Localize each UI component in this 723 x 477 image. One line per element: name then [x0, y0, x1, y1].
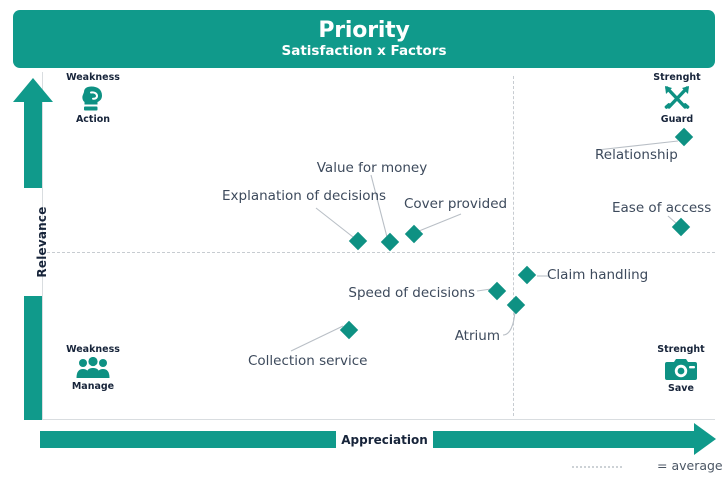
- y-axis-shaft-lower: [24, 296, 42, 420]
- y-axis-shaft-upper: [24, 100, 42, 188]
- x-axis-arrowhead-icon: [694, 423, 716, 455]
- data-label-atrium: Atrium: [454, 328, 500, 344]
- crossed-swords-icon: [663, 85, 691, 112]
- quadrant-tag-top-left: Weakness Action: [53, 72, 133, 125]
- y-axis-label: Relevance: [35, 206, 49, 278]
- data-label-explanation-of-decisions: Explanation of decisions: [222, 188, 387, 204]
- data-label-cover-provided: Cover provided: [404, 196, 508, 212]
- quadrant-bottom-label: Save: [668, 383, 694, 394]
- quadrant-top-label: Strenght: [653, 72, 701, 83]
- page-title: Priority: [318, 17, 410, 43]
- data-label-value-for-money: Value for money: [316, 160, 428, 176]
- quadrant-top-label: Weakness: [66, 72, 120, 83]
- people-group-icon: [76, 356, 110, 379]
- quadrant-tag-bottom-left: Weakness Manage: [53, 344, 133, 392]
- data-label-ease-of-access: Ease of access: [612, 200, 712, 216]
- x-axis-label: Appreciation: [336, 430, 433, 449]
- data-label-relationship: Relationship: [595, 147, 678, 163]
- quadrant-top-label: Weakness: [66, 344, 120, 355]
- data-label-claim-handling: Claim handling: [547, 267, 649, 283]
- quadrant-bottom-label: Action: [75, 114, 111, 125]
- x-axis-shaft-left: [40, 431, 336, 448]
- data-label-collection-service: Collection service: [248, 353, 368, 369]
- average-line-vertical: [513, 76, 514, 416]
- y-axis-arrowhead-icon: [13, 78, 53, 102]
- legend-label: = average: [657, 458, 723, 473]
- chart-title-banner: Priority Satisfaction x Factors: [13, 10, 715, 68]
- boxing-glove-icon: [78, 85, 108, 112]
- quadrant-top-label: Strenght: [657, 344, 705, 355]
- quadrant-bottom-label: Manage: [71, 381, 115, 392]
- x-axis-shaft-right: [433, 431, 698, 448]
- legend-dotted-line-sample: [572, 466, 622, 468]
- average-line-horizontal: [47, 252, 715, 253]
- quadrant-tag-top-right: Strenght Guard: [637, 72, 717, 125]
- page-subtitle: Satisfaction x Factors: [281, 42, 447, 59]
- data-label-speed-of-decisions: Speed of decisions: [348, 285, 475, 301]
- quadrant-bottom-label: Guard: [660, 114, 694, 125]
- quadrant-tag-bottom-right: Strenght Save: [641, 344, 721, 394]
- camera-icon: [665, 357, 697, 381]
- plot-frame: [42, 72, 715, 420]
